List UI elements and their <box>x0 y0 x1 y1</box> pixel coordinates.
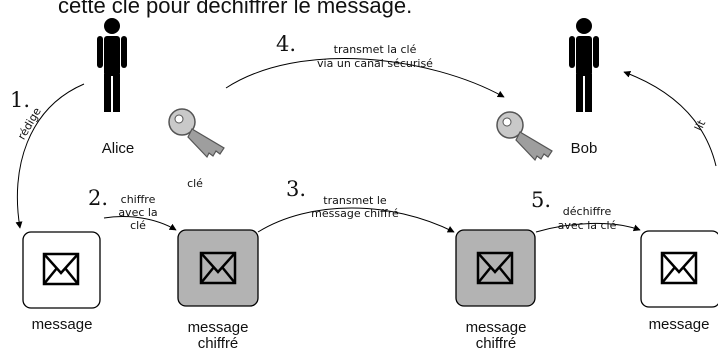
caption-text: cette clé pour déchiffrer le message. <box>58 0 413 18</box>
step-2-label-2: avec la <box>118 206 158 219</box>
message-box-plain-1 <box>22 231 101 309</box>
step-4-label-1: transmet la clé <box>333 43 417 56</box>
alice-person-icon <box>97 18 127 112</box>
step-3-label-1: transmet le <box>323 194 387 207</box>
message-box-plain-2 <box>640 230 718 308</box>
step-2-label-1: chiffre <box>120 193 156 206</box>
arrow-lit <box>623 70 717 167</box>
bob-key-icon <box>496 111 553 161</box>
arrow-redige <box>15 83 85 229</box>
arrow-transmet-message <box>257 207 455 233</box>
step-1-number: 1. <box>10 88 31 112</box>
alice-label: Alice <box>101 140 135 157</box>
step-3-label-2: message chiffré <box>311 207 399 220</box>
step-4-label-2: via un canal sécurisé <box>317 57 433 70</box>
message-label-3-line1: message <box>465 319 527 336</box>
message-label-3-line2: chiffré <box>475 335 517 352</box>
arrow-chiffre <box>103 216 177 231</box>
message-label-2-line1: message <box>187 319 249 336</box>
message-label-2-line2: chiffré <box>197 335 239 352</box>
bob-label: Bob <box>570 140 598 157</box>
message-box-cipher-2 <box>455 229 536 307</box>
alice-key-icon <box>168 108 225 158</box>
message-label-4: message <box>648 316 710 333</box>
bob-person-icon <box>569 18 599 112</box>
message-box-cipher-1 <box>177 229 259 307</box>
step-3-number: 3. <box>286 177 307 201</box>
step-5-number: 5. <box>531 188 552 212</box>
arrow-dechiffre <box>535 222 641 233</box>
step-2-label-3: clé <box>130 219 146 232</box>
arrow-transmet-cle <box>225 58 505 98</box>
key-label: clé <box>187 177 203 190</box>
step-2-number: 2. <box>88 186 109 210</box>
step-4-number: 4. <box>276 32 297 56</box>
step-5-label-2: avec la clé <box>557 219 617 232</box>
message-label-1: message <box>31 316 93 333</box>
step-5-label-1: déchiffre <box>562 205 612 218</box>
